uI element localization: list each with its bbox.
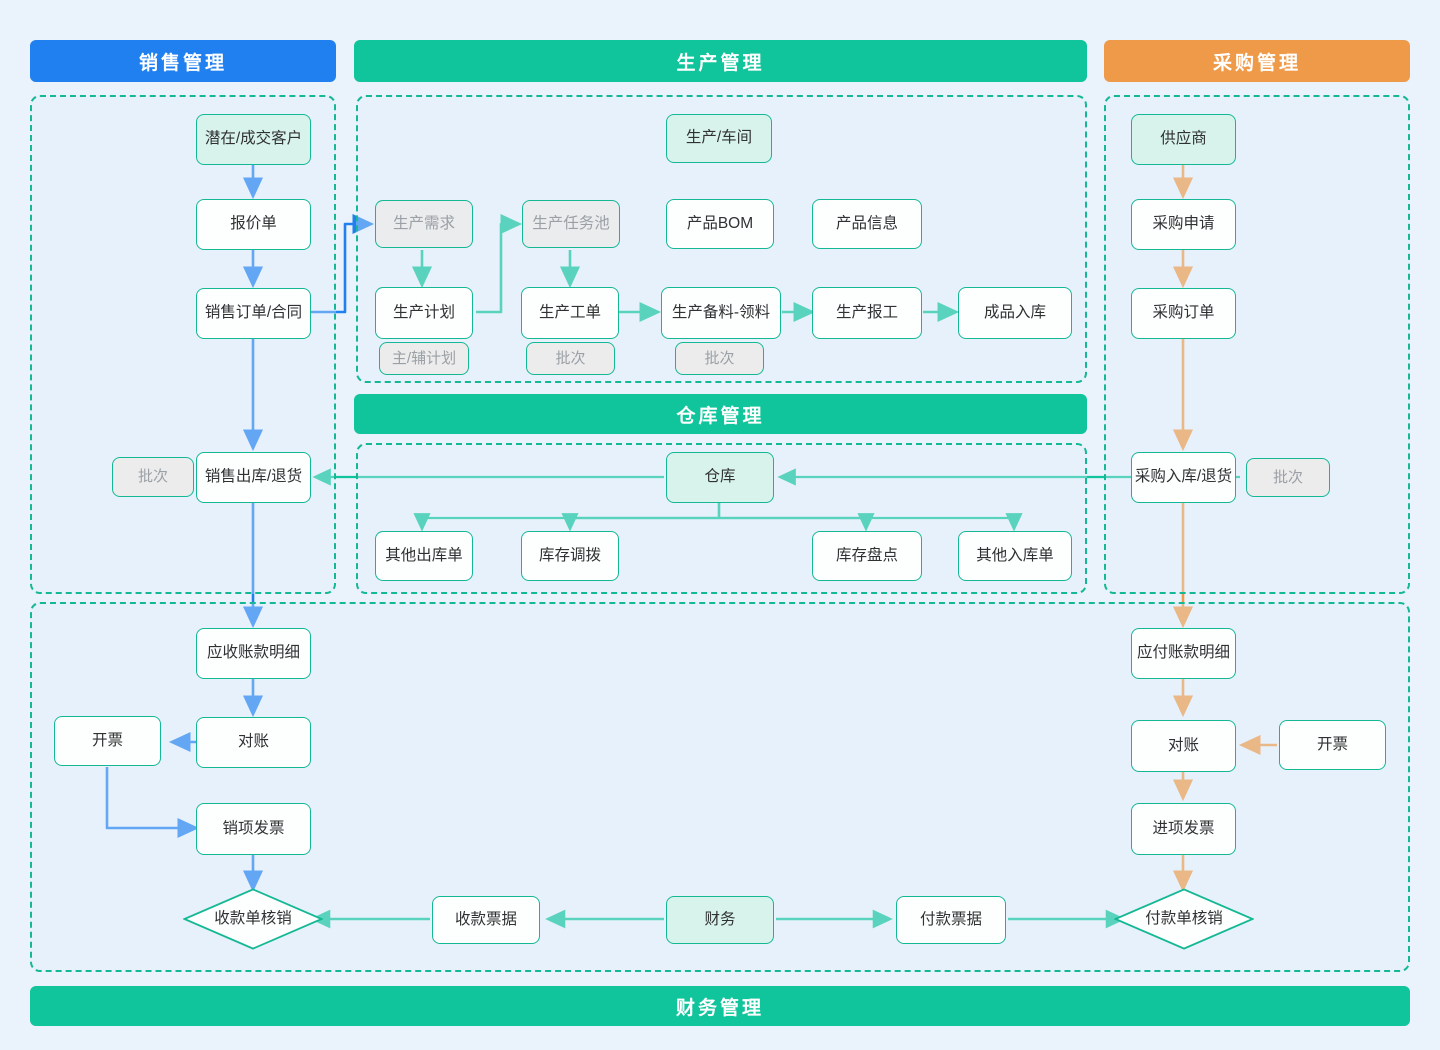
node-label: 生产/车间 xyxy=(685,129,753,147)
node-work-order-tag: 批次 xyxy=(526,342,615,375)
node-label: 应收账款明细 xyxy=(206,644,300,662)
node-label: 生产任务池 xyxy=(532,214,610,232)
node-product-bom[interactable]: 产品BOM xyxy=(666,199,774,249)
banner-warehouse[interactable]: 仓库管理 xyxy=(354,394,1087,434)
node-input-invoice[interactable]: 进项发票 xyxy=(1131,803,1236,855)
node-output-invoice[interactable]: 销项发票 xyxy=(196,803,311,855)
node-finance-hub[interactable]: 财务 xyxy=(666,896,774,944)
node-label: 应付账款明细 xyxy=(1136,644,1230,662)
node-label: 批次 xyxy=(704,349,735,367)
node-label: 采购订单 xyxy=(1152,304,1215,322)
node-label: 收款单核销 xyxy=(214,909,292,927)
node-label: 付款票据 xyxy=(919,910,982,928)
banner-production-label: 生产管理 xyxy=(676,52,765,74)
node-label: 主/辅计划 xyxy=(391,349,457,367)
diamond-shape xyxy=(183,888,323,950)
node-production-demand[interactable]: 生产需求 xyxy=(375,200,473,248)
node-sales-invoice-issue[interactable]: 开票 xyxy=(54,716,161,766)
node-payment-voucher[interactable]: 付款票据 xyxy=(896,896,1006,944)
node-production-task-pool[interactable]: 生产任务池 xyxy=(522,200,620,248)
node-label: 库存调拨 xyxy=(538,546,601,564)
node-label: 产品信息 xyxy=(835,214,898,232)
node-receipt-voucher[interactable]: 收款票据 xyxy=(432,896,540,944)
node-label: 生产报工 xyxy=(835,303,898,321)
node-supplier[interactable]: 供应商 xyxy=(1131,114,1236,165)
zone-purchase xyxy=(1104,95,1410,594)
node-label: 批次 xyxy=(1272,468,1303,486)
node-sales-outbound[interactable]: 销售出库/退货 xyxy=(196,452,311,503)
node-label: 生产计划 xyxy=(392,303,455,321)
node-label: 批次 xyxy=(555,349,586,367)
node-label: 供应商 xyxy=(1160,130,1207,148)
node-payment-writeoff[interactable]: 付款单核销 xyxy=(1114,888,1254,950)
node-label: 成品入库 xyxy=(983,303,1046,321)
banner-purchase-label: 采购管理 xyxy=(1212,52,1301,74)
banner-finance-label: 财务管理 xyxy=(675,997,764,1019)
node-label: 产品BOM xyxy=(686,214,754,232)
node-label: 付款单核销 xyxy=(1145,909,1223,927)
node-label: 其他入库单 xyxy=(976,546,1054,564)
diamond-shape xyxy=(1114,888,1254,950)
banner-production[interactable]: 生产管理 xyxy=(354,40,1087,82)
node-label: 潜在/成交客户 xyxy=(204,130,303,148)
node-label: 批次 xyxy=(137,468,168,485)
node-receivable-detail[interactable]: 应收账款明细 xyxy=(196,628,311,679)
node-receipt-writeoff[interactable]: 收款单核销 xyxy=(183,888,323,950)
node-label: 库存盘点 xyxy=(835,546,898,564)
node-work-order[interactable]: 生产工单 xyxy=(521,287,619,339)
node-label: 收款票据 xyxy=(454,910,517,928)
node-label: 其他出库单 xyxy=(385,546,463,564)
node-stock-transfer[interactable]: 库存调拨 xyxy=(521,531,619,581)
node-receivable-reconcile[interactable]: 对账 xyxy=(196,717,311,768)
node-label: 仓库 xyxy=(704,468,736,486)
node-production-plan-tag: 主/辅计划 xyxy=(379,342,469,375)
node-stocktake[interactable]: 库存盘点 xyxy=(812,531,922,581)
node-label: 销项发票 xyxy=(222,819,285,837)
node-warehouse-hub[interactable]: 仓库 xyxy=(666,452,774,503)
node-purchase-inbound[interactable]: 采购入库/退货 xyxy=(1131,452,1236,503)
node-label: 销售订单/合同 xyxy=(204,304,303,322)
banner-finance[interactable]: 财务管理 xyxy=(30,986,1410,1026)
node-other-outbound[interactable]: 其他出库单 xyxy=(375,531,473,581)
node-sales-order[interactable]: 销售订单/合同 xyxy=(196,288,311,339)
node-quotation[interactable]: 报价单 xyxy=(196,199,311,250)
node-label: 生产工单 xyxy=(538,303,601,321)
banner-sales-label: 销售管理 xyxy=(138,52,227,74)
node-label: 财务 xyxy=(704,910,736,928)
node-label: 进项发票 xyxy=(1152,819,1215,837)
node-payable-detail[interactable]: 应付账款明细 xyxy=(1131,628,1236,679)
node-material-prepare-tag: 批次 xyxy=(675,342,764,375)
node-label: 报价单 xyxy=(230,215,277,233)
node-product-info[interactable]: 产品信息 xyxy=(812,199,922,249)
node-purchase-order[interactable]: 采购订单 xyxy=(1131,288,1236,339)
node-sales-outbound-batch-tag: 批次 xyxy=(112,457,194,497)
node-label: 采购申请 xyxy=(1152,215,1215,233)
node-purchase-inbound-batch-tag: 批次 xyxy=(1246,458,1330,497)
node-label: 生产备料-领料 xyxy=(671,303,771,321)
node-label: 开票 xyxy=(1316,735,1348,753)
node-finished-goods-inbound[interactable]: 成品入库 xyxy=(958,287,1072,339)
node-purchase-requisition[interactable]: 采购申请 xyxy=(1131,199,1236,250)
node-other-inbound[interactable]: 其他入库单 xyxy=(958,531,1072,581)
banner-purchase[interactable]: 采购管理 xyxy=(1104,40,1410,82)
node-workshop[interactable]: 生产/车间 xyxy=(666,114,772,163)
node-label: 对账 xyxy=(1167,736,1199,754)
node-label: 开票 xyxy=(91,731,123,749)
node-label: 生产需求 xyxy=(392,214,455,232)
node-production-report[interactable]: 生产报工 xyxy=(812,287,922,339)
banner-sales[interactable]: 销售管理 xyxy=(30,40,336,82)
node-payable-reconcile[interactable]: 对账 xyxy=(1131,720,1236,772)
zone-sales xyxy=(30,95,336,594)
node-production-plan[interactable]: 生产计划 xyxy=(375,287,473,339)
node-potential-customer[interactable]: 潜在/成交客户 xyxy=(196,114,311,165)
banner-warehouse-label: 仓库管理 xyxy=(676,405,765,427)
node-label: 对账 xyxy=(237,733,269,751)
node-material-prepare[interactable]: 生产备料-领料 xyxy=(661,287,781,339)
node-label: 销售出库/退货 xyxy=(204,468,303,486)
node-label: 采购入库/退货 xyxy=(1134,468,1233,486)
node-purchase-invoice-issue[interactable]: 开票 xyxy=(1279,720,1386,770)
